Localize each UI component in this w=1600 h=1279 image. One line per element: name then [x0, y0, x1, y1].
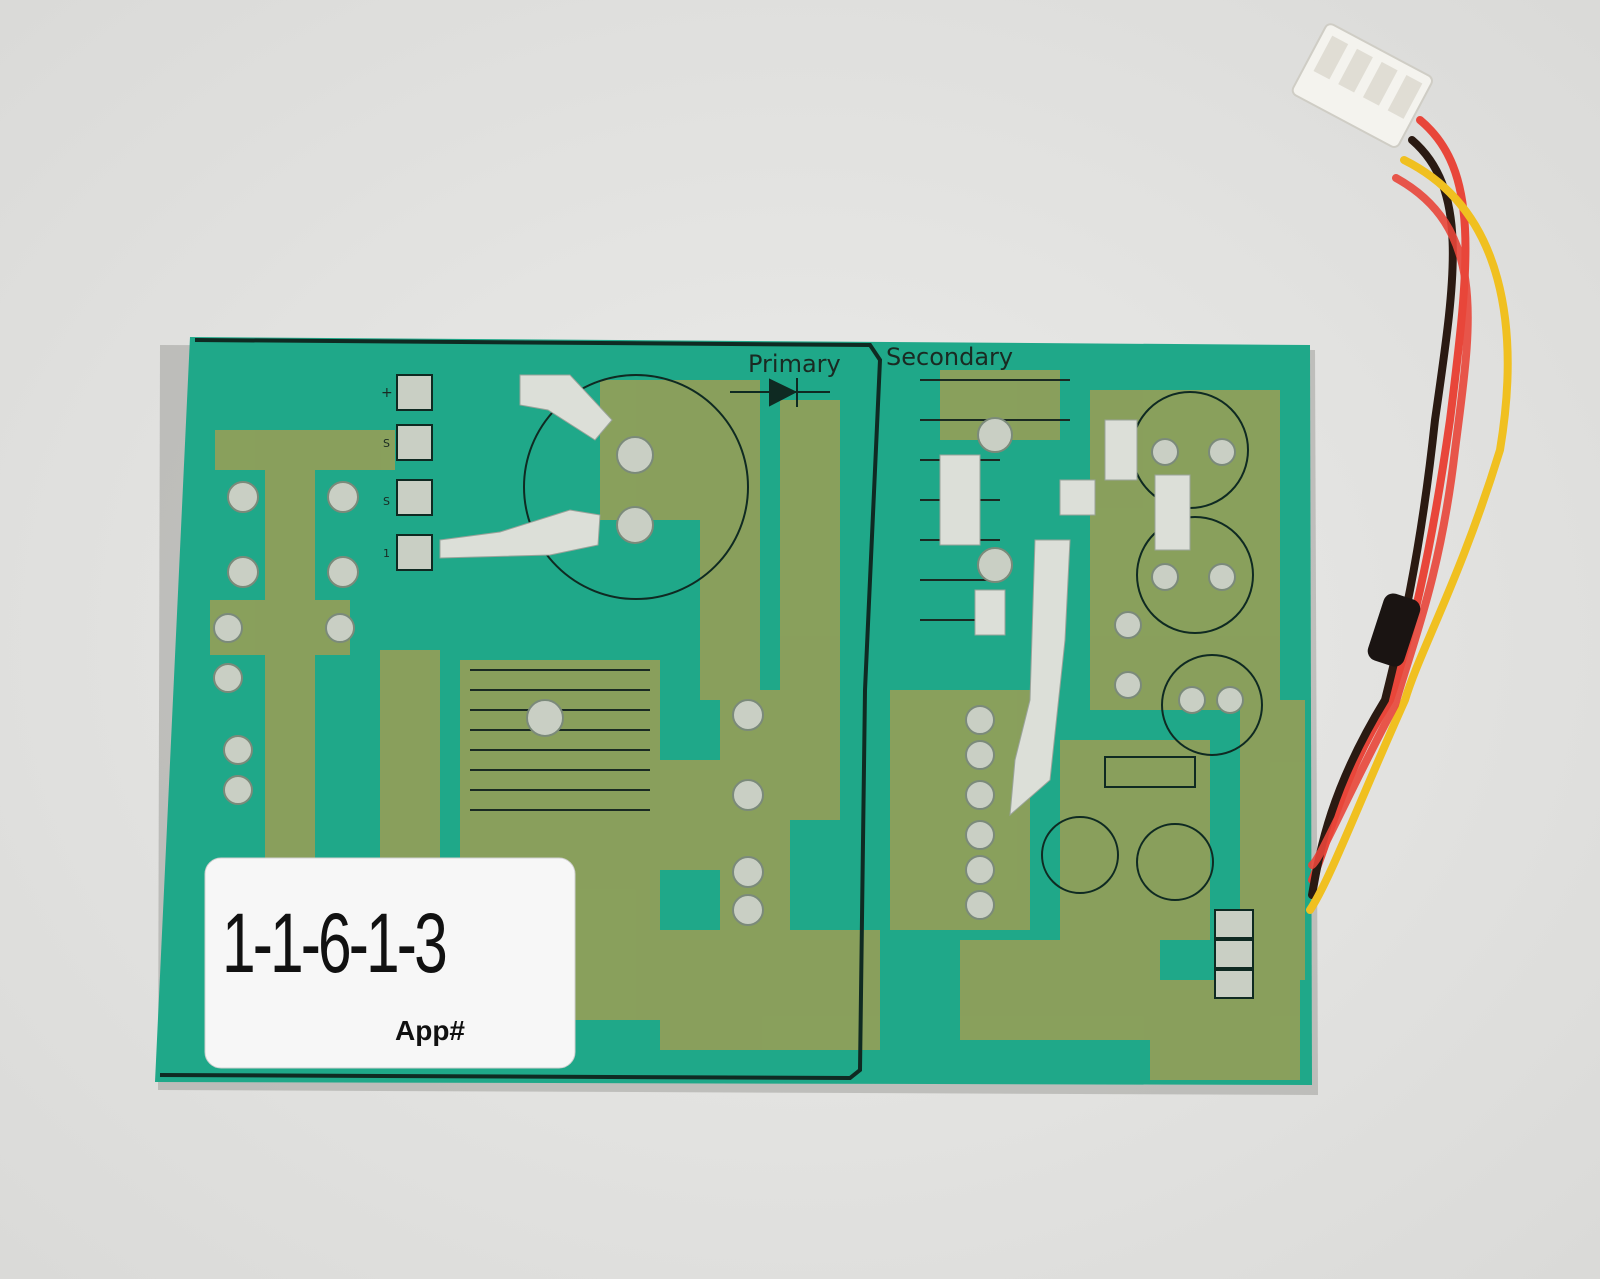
sticker-part-code: 1-1-6-1-3 [222, 896, 448, 990]
capacitor-outline [1161, 654, 1263, 756]
part-sticker [204, 857, 576, 1069]
silkscreen-secondary: Secondary [886, 343, 1013, 371]
silkscreen-primary: Primary [748, 350, 841, 378]
wire-connector [1291, 23, 1433, 148]
heat-shrink-sleeve [1367, 593, 1421, 667]
capacitor-outline [1136, 516, 1254, 634]
capacitor-outline [1041, 816, 1119, 894]
silkscreen-pin-s: S [383, 495, 390, 508]
diode-symbol [730, 378, 830, 407]
silkscreen-pin-plus: + [381, 385, 393, 401]
solder-pads [213, 417, 1244, 926]
silkscreen-pin-1: 1 [383, 547, 390, 560]
wire-harness [1306, 116, 1512, 914]
connector-pads [396, 374, 1254, 999]
isolation-line [159, 338, 883, 1081]
capacitor-outline [1136, 823, 1214, 901]
sticker-app-label: App# [395, 1015, 465, 1046]
capacitor-outline [523, 374, 749, 600]
solder-strips [439, 374, 1191, 817]
silkscreen-pin-s: S [383, 437, 390, 450]
